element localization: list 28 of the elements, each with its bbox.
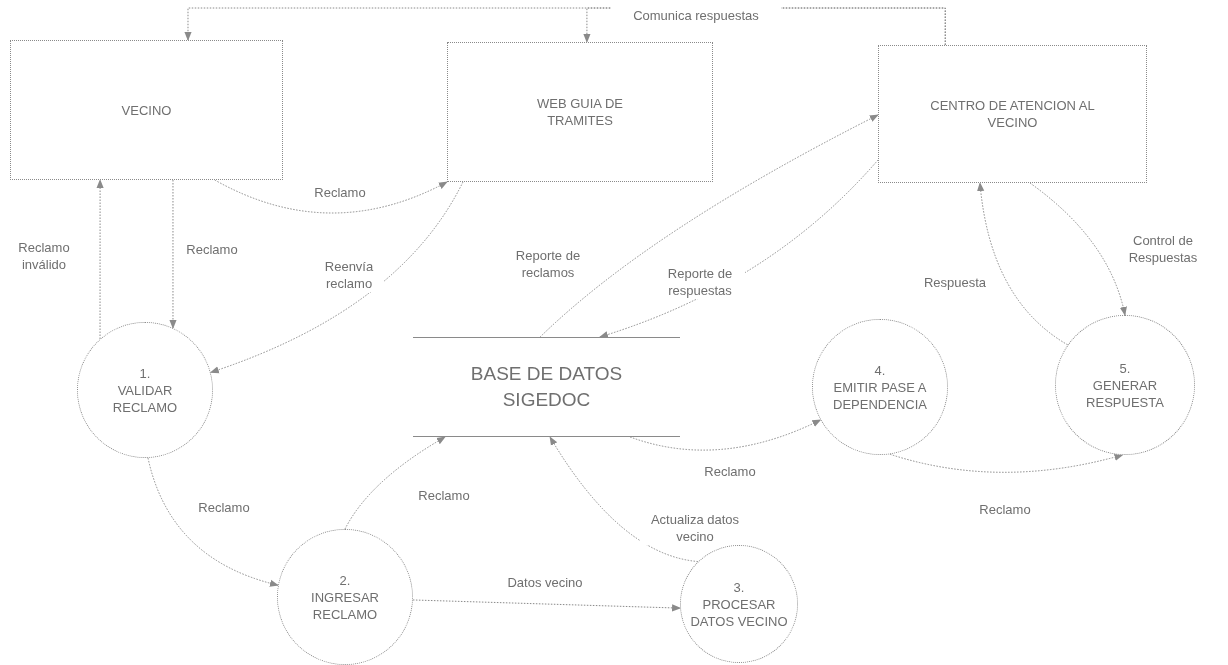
node-label: INGRESAR RECLAMO: [310, 588, 380, 623]
external-entity-box: [10, 40, 283, 180]
node-label: VECINO: [121, 101, 172, 119]
edge-label: Comunica respuestas: [611, 7, 781, 24]
data-flow-arrow: [539, 114, 879, 338]
data-flow-arrow: [169, 179, 177, 329]
data-flow-arrow: [214, 179, 448, 214]
process-number: 5.: [1119, 359, 1131, 377]
node-label: EMITIR PASE A DEPENDENCIA: [832, 378, 928, 413]
data-flow-arrow: [977, 182, 1069, 346]
process-number: 3.: [733, 578, 745, 596]
node-label: VALIDAR RECLAMO: [111, 381, 179, 416]
process-number: 1.: [139, 364, 151, 382]
process-number: 2.: [339, 571, 351, 589]
node-label: WEB GUIA DE TRAMITES: [536, 95, 624, 129]
data-flow-arrow: [209, 181, 464, 374]
node-label: GENERAR RESPUESTA: [1085, 376, 1165, 411]
data-flow-arrow: [96, 179, 104, 340]
data-flow-arrow: [147, 457, 279, 587]
data-flow-arrow: [412, 599, 682, 612]
process-number: 4.: [874, 361, 886, 379]
node-label: PROCESAR DATOS VECINO: [689, 595, 789, 630]
node-label: BASE DE DATOS SIGEDOC: [469, 362, 624, 412]
data-flow-arrow: [1029, 182, 1127, 316]
node-label: CENTRO DE ATENCION AL VECINO: [929, 97, 1096, 131]
external-entity-box: [878, 45, 1147, 183]
external-entity-box: [447, 42, 713, 182]
data-flow-arrow: [344, 436, 446, 530]
